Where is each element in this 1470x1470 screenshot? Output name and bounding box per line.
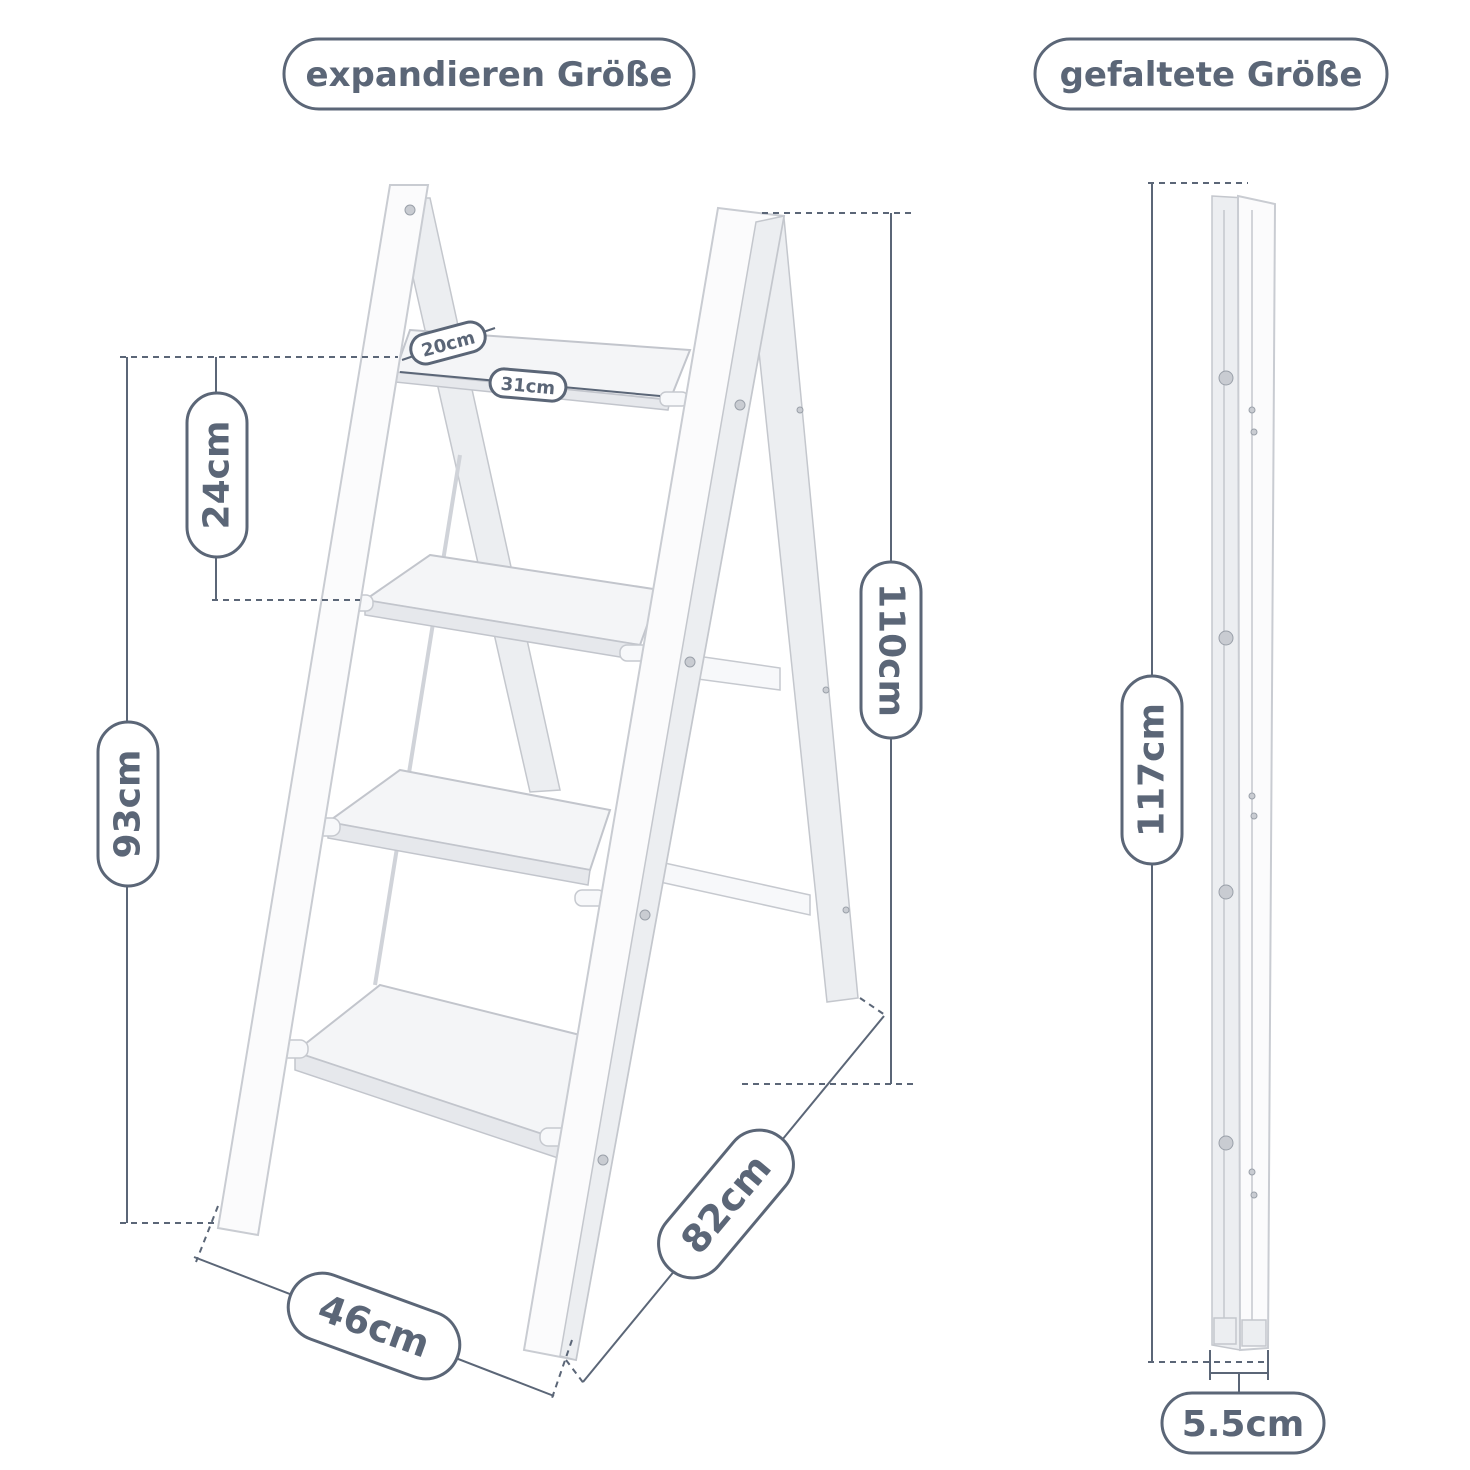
folded-foot-right — [1241, 1319, 1267, 1347]
expanded-size-heading-text: expandieren Größe — [306, 55, 673, 95]
dim-step-width: 31cm — [399, 367, 661, 403]
folded-hinge-bolt — [1218, 884, 1234, 900]
step-width-label: 31cm — [500, 374, 556, 400]
inner-support — [373, 454, 462, 986]
folded-size-heading: gefaltete Größe — [1033, 37, 1389, 111]
step-4 — [277, 983, 582, 1160]
expanded-size-heading: expandieren Größe — [282, 37, 696, 111]
platform-height-label: 93cm — [108, 750, 149, 859]
dim-step-depth: 20cm — [401, 320, 496, 366]
expanded-ladder-illustration — [216, 184, 859, 1362]
folded-hinge-bolt — [1218, 370, 1234, 386]
dim-folded-height: 117cm — [1120, 182, 1266, 1363]
front-leg-left — [216, 184, 430, 1237]
dim-total-height: 110cm — [742, 212, 923, 1085]
folded-ladder-illustration — [1211, 194, 1277, 1352]
folded-rail-right — [1236, 194, 1277, 1352]
rear-crossbar-lower — [659, 861, 811, 916]
total-height-label: 110cm — [871, 583, 912, 717]
folded-thickness-label: 5.5cm — [1182, 1404, 1305, 1445]
folded-foot-left — [1213, 1317, 1237, 1345]
step-3 — [311, 768, 612, 907]
dim-step-spacing: 24cm — [185, 357, 249, 600]
dim-folded-thickness: 5.5cm — [1160, 1350, 1326, 1455]
step-spacing-label: 24cm — [197, 421, 238, 530]
folded-hinge-bolt — [1218, 630, 1234, 646]
folded-size-heading-text: gefaltete Größe — [1060, 55, 1363, 95]
dim-base-width: 46cm — [193, 1205, 573, 1399]
dim-platform-height: 93cm — [96, 357, 160, 1223]
front-leg-right-side — [559, 215, 785, 1361]
folded-height-label: 117cm — [1132, 703, 1173, 837]
folded-hinge-bolt — [1218, 1135, 1234, 1151]
